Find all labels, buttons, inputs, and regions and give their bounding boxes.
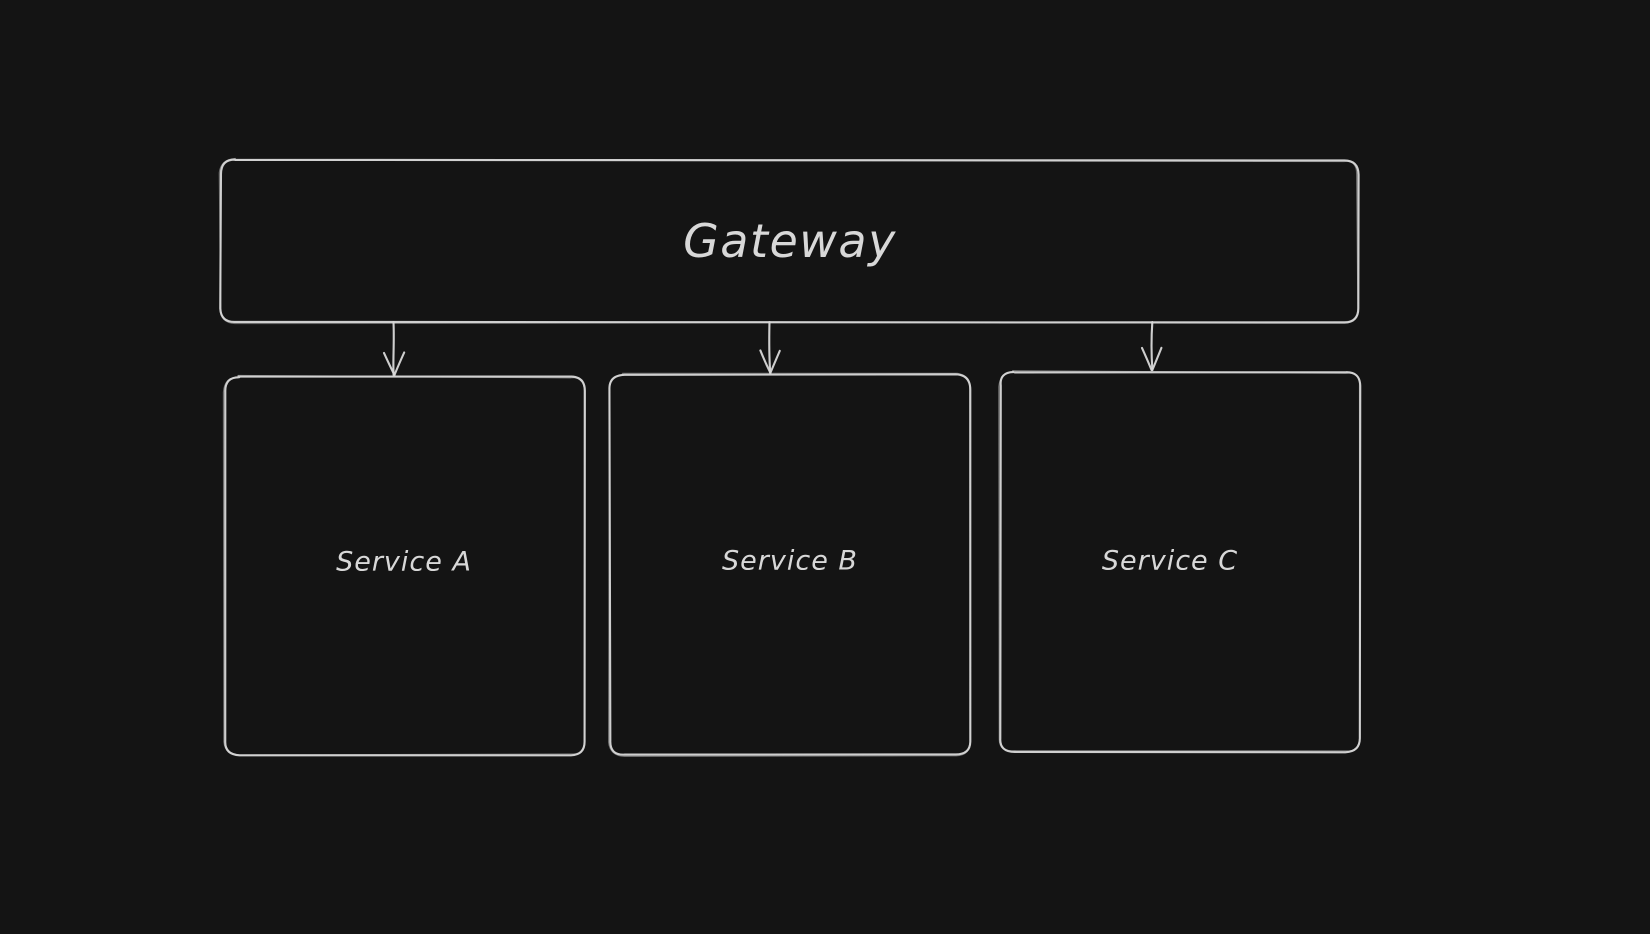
edge-gateway-service-b[interactable] xyxy=(759,320,781,375)
edge-gateway-service-a[interactable] xyxy=(382,320,406,377)
node-label-service-c: Service C xyxy=(1101,545,1239,577)
node-border-service-b xyxy=(608,373,972,756)
arrow-shaft xyxy=(768,320,772,375)
arrowhead-right xyxy=(769,349,781,375)
arrowhead-left xyxy=(1140,346,1153,372)
node-service-c[interactable] xyxy=(998,370,1362,754)
edge-gateway-service-c[interactable] xyxy=(1140,320,1163,372)
arrow-shaft xyxy=(1150,320,1154,372)
node-service-b[interactable] xyxy=(607,372,972,758)
node-gateway[interactable] xyxy=(218,157,1360,325)
node-label-service-b: Service B xyxy=(722,545,858,577)
arrowhead-left xyxy=(382,351,396,377)
node-border-service-c xyxy=(999,370,1362,754)
arrowhead-right xyxy=(1151,346,1163,372)
arrowhead-right xyxy=(393,351,406,377)
node-border-service-b xyxy=(607,372,972,758)
node-border-gateway xyxy=(218,157,1359,325)
node-service-a[interactable] xyxy=(222,374,586,757)
arrowhead-left xyxy=(759,349,772,375)
node-border-service-a xyxy=(222,374,586,756)
node-label-service-a: Service A xyxy=(336,546,472,578)
node-border-service-c xyxy=(998,370,1361,752)
node-border-service-a xyxy=(224,375,586,757)
node-label-gateway: Gateway xyxy=(683,214,897,268)
node-border-gateway xyxy=(219,158,1360,324)
